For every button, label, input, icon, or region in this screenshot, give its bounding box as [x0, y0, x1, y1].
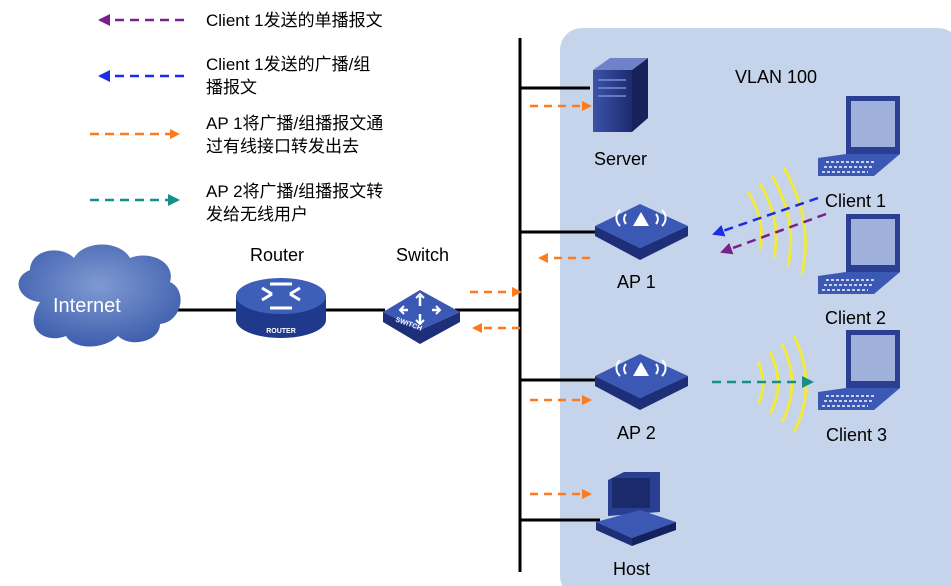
legend-broadcast-line1: Client 1发送的广播/组 [206, 55, 371, 74]
router-badge: ROUTER [266, 328, 296, 335]
internet-cloud-icon [18, 244, 181, 347]
client1-label: Client 1 [825, 191, 887, 211]
host-pc-icon [596, 472, 676, 546]
router-label: Router [250, 245, 305, 265]
host-label: Host [613, 559, 651, 579]
legend-wireless-line2: 发给无线用户 [206, 205, 308, 224]
vlan-label: VLAN 100 [735, 67, 818, 87]
ap2-label: AP 2 [617, 423, 656, 443]
legend-wired-line2: 过有线接口转发出去 [206, 137, 359, 156]
ap1-icon [595, 204, 688, 260]
legend-broadcast-line2: 播报文 [206, 78, 257, 97]
ap1-label: AP 1 [617, 272, 656, 292]
switch-icon [383, 290, 460, 344]
legend-unicast-text: Client 1发送的单播报文 [206, 11, 383, 30]
ap2-icon [595, 354, 688, 410]
internet-label: Internet [53, 295, 121, 317]
arrow-broadcast-client1-ap1 [712, 196, 819, 237]
legend-wired-line1: AP 1将广播/组播报文通 [206, 114, 384, 133]
client2-laptop-icon [818, 214, 900, 294]
client3-label: Client 3 [826, 425, 888, 445]
client1-laptop-icon [818, 96, 900, 176]
arrow-unicast-client1-ap1 [720, 212, 827, 255]
legend-wireless-line1: AP 2将广播/组播报文转 [206, 182, 384, 201]
signal-waves-client1 [746, 167, 807, 275]
switch-label: Switch [396, 245, 450, 265]
client3-laptop-icon [818, 330, 900, 410]
server-label: Server [594, 149, 648, 169]
client2-label: Client 2 [825, 308, 887, 328]
legend [90, 14, 184, 206]
server-icon [593, 58, 648, 132]
router-icon [236, 278, 326, 338]
